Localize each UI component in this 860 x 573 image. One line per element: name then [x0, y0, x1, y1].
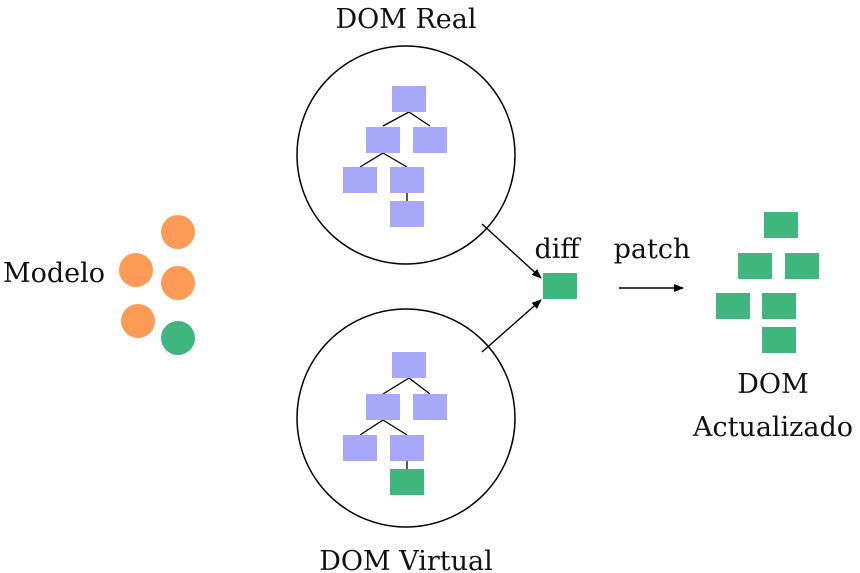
tree-edge: [408, 111, 431, 127]
tree-edge: [382, 419, 408, 436]
dom-actualizado-label-line1: DOM: [737, 369, 808, 400]
dom-virtual-node: [343, 435, 377, 461]
updated-dom-group: [716, 212, 819, 353]
dom-real-label: DOM Real: [335, 4, 476, 35]
updated-dom-node: [716, 293, 750, 319]
updated-dom-node: [738, 253, 772, 279]
dom-virtual-label: DOM Virtual: [319, 546, 493, 573]
dom-virtual-node: [392, 352, 426, 378]
patch-label: patch: [614, 234, 691, 265]
dom-actualizado-label-line2: Actualizado: [692, 412, 853, 443]
updated-dom-node: [785, 253, 819, 279]
model-circle: [161, 266, 195, 300]
dom-virtual-circle: [296, 308, 516, 528]
dom-virtual-node: [390, 469, 424, 495]
tree-edge: [382, 111, 410, 127]
arrow-real-to-diff: [481, 223, 542, 279]
dom-real-node: [366, 127, 400, 153]
dom-real-node: [390, 167, 424, 193]
tree-edge: [382, 152, 408, 168]
dom-virtual-node: [390, 435, 424, 461]
tree-edge: [359, 152, 384, 168]
dom-virtual-node: [413, 394, 447, 420]
modelo-label: Modelo: [3, 258, 105, 289]
tree-edge: [408, 377, 431, 395]
model-circle: [161, 215, 195, 249]
dom-real-node: [413, 127, 447, 153]
dom-real-node: [392, 86, 426, 112]
diff-node: [543, 273, 577, 299]
model-circle: [121, 304, 155, 338]
dom-virtual-group: [296, 308, 516, 528]
model-group: [119, 215, 195, 355]
updated-dom-node: [764, 212, 798, 238]
dom-virtual-node: [366, 394, 400, 420]
model-circle: [119, 253, 153, 287]
dom-real-circle: [296, 45, 516, 265]
updated-dom-node: [762, 293, 796, 319]
updated-dom-node: [762, 327, 796, 353]
tree-edge: [359, 419, 384, 436]
arrow-virtual-to-diff: [481, 299, 542, 353]
dom-real-node: [390, 201, 424, 227]
model-circle: [161, 321, 195, 355]
diff-label: diff: [534, 234, 581, 265]
dom-real-node: [343, 167, 377, 193]
tree-edge: [382, 377, 410, 395]
dom-real-group: [296, 45, 516, 265]
